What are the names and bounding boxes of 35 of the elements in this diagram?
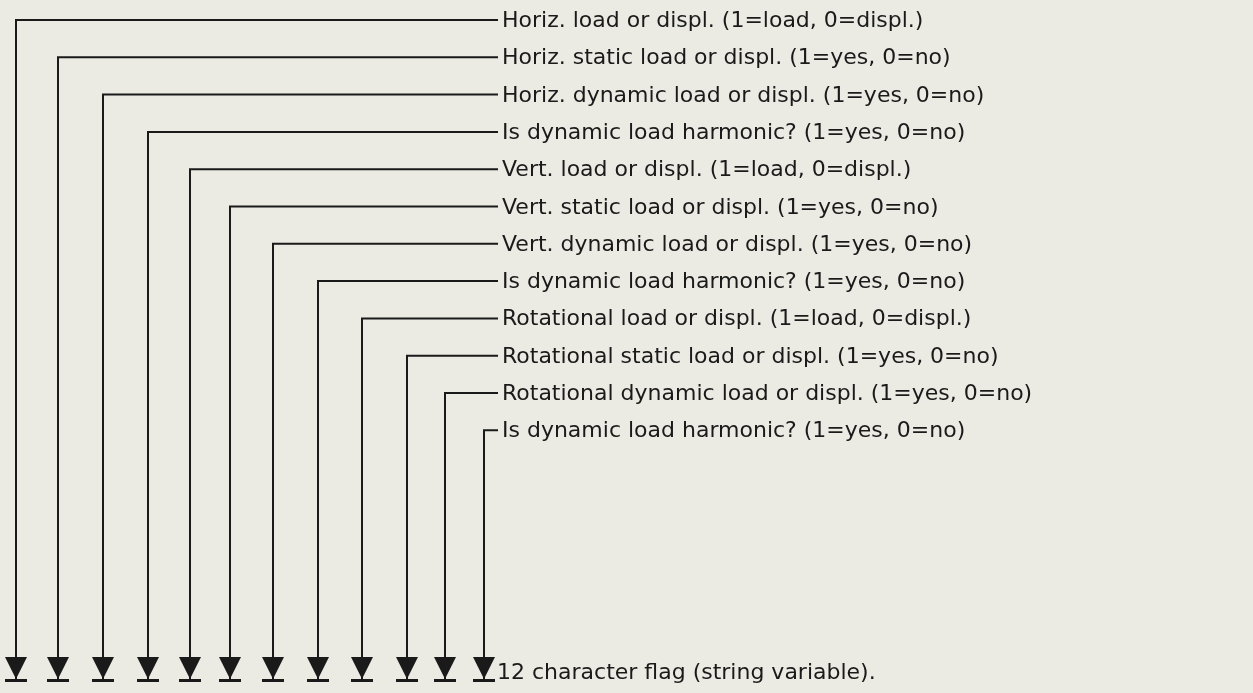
field-description: Is dynamic load harmonic? (1=yes, 0=no) (502, 415, 966, 446)
character-slot-line (434, 679, 456, 682)
arrow (351, 317, 499, 680)
arrow (396, 354, 499, 680)
arrow (434, 392, 499, 680)
arrow (473, 429, 499, 680)
arrow (179, 168, 499, 680)
character-slot-line (47, 679, 69, 682)
character-slot-line (219, 679, 241, 682)
field-description: Horiz. static load or displ. (1=yes, 0=no) (502, 42, 951, 73)
flag-description: 12 character flag (string variable). (497, 658, 876, 686)
field-description: Horiz. load or displ. (1=load, 0=displ.) (502, 5, 924, 35)
field-description: Horiz. dynamic load or displ. (1=yes, 0=no) (502, 79, 985, 110)
arrow (307, 280, 499, 680)
character-slot-line (307, 679, 329, 682)
character-slot-line (351, 679, 373, 682)
arrow (262, 242, 499, 680)
character-slot-line (473, 679, 495, 682)
field-description: Rotational dynamic load or displ. (1=yes, 0=no) (502, 378, 1033, 408)
field-description: Rotational static load or displ. (1=yes, 0=no) (502, 340, 999, 371)
field-description: Vert. load or displ. (1=load, 0=displ.) (502, 154, 912, 185)
character-slot-line (396, 679, 418, 682)
character-slot-line (92, 679, 114, 682)
character-slot-line (137, 679, 159, 682)
field-description: Is dynamic load harmonic? (1=yes, 0=no) (502, 116, 966, 147)
arrow (137, 130, 499, 680)
character-slot-line (179, 679, 201, 682)
arrow (219, 205, 499, 680)
field-description: Is dynamic load harmonic? (1=yes, 0=no) (502, 266, 966, 297)
arrow (92, 93, 499, 680)
character-slot-line (5, 679, 27, 682)
field-description: Vert. static load or displ. (1=yes, 0=no) (502, 191, 939, 222)
field-description: Rotational load or displ. (1=load, 0=displ.) (502, 303, 972, 334)
character-slot-line (262, 679, 284, 682)
field-description: Vert. dynamic load or displ. (1=yes, 0=no) (502, 228, 973, 259)
